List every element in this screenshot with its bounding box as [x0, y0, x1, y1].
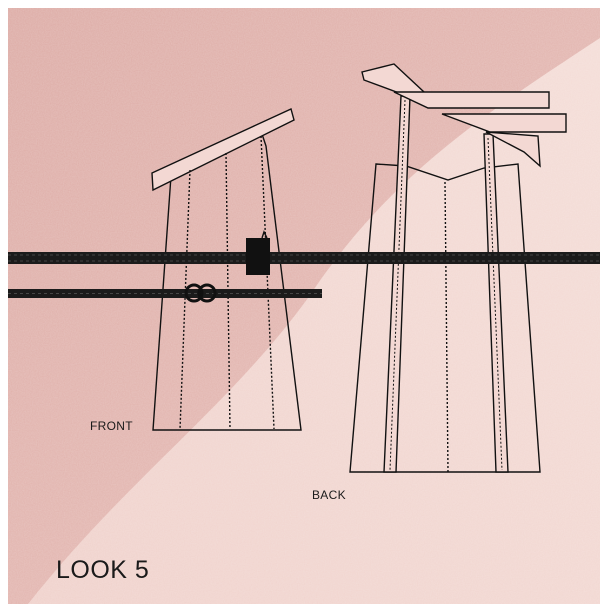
- mood-board: FRONT BACK LOOK 5: [8, 8, 600, 604]
- belt-ring-right: [197, 283, 217, 303]
- back-center-seam: [444, 181, 449, 473]
- board-canvas: [8, 8, 600, 604]
- back-body-outline: [349, 163, 541, 473]
- back-panel-left-stitch: [389, 99, 406, 471]
- belt-buckle: [246, 238, 270, 275]
- front-garment-sketch: [151, 108, 302, 431]
- front-collar-flap: [151, 108, 295, 192]
- wide-leather-strap: [8, 252, 600, 264]
- back-panel-right-stitch: [487, 137, 503, 471]
- back-garment-sketch: [349, 63, 567, 473]
- back-collar-strap-3: [485, 131, 541, 168]
- back-collar-strap-1: [393, 91, 550, 109]
- back-label: BACK: [312, 488, 346, 502]
- front-label: FRONT: [90, 419, 133, 433]
- buckle-hook: [261, 230, 268, 239]
- front-seam-1: [179, 169, 191, 430]
- strap-group: [8, 230, 600, 303]
- belt-ring-left: [184, 283, 204, 303]
- back-collar-strap-2: [441, 113, 567, 133]
- front-seam-3: [260, 135, 275, 430]
- look-title: LOOK 5: [56, 556, 150, 584]
